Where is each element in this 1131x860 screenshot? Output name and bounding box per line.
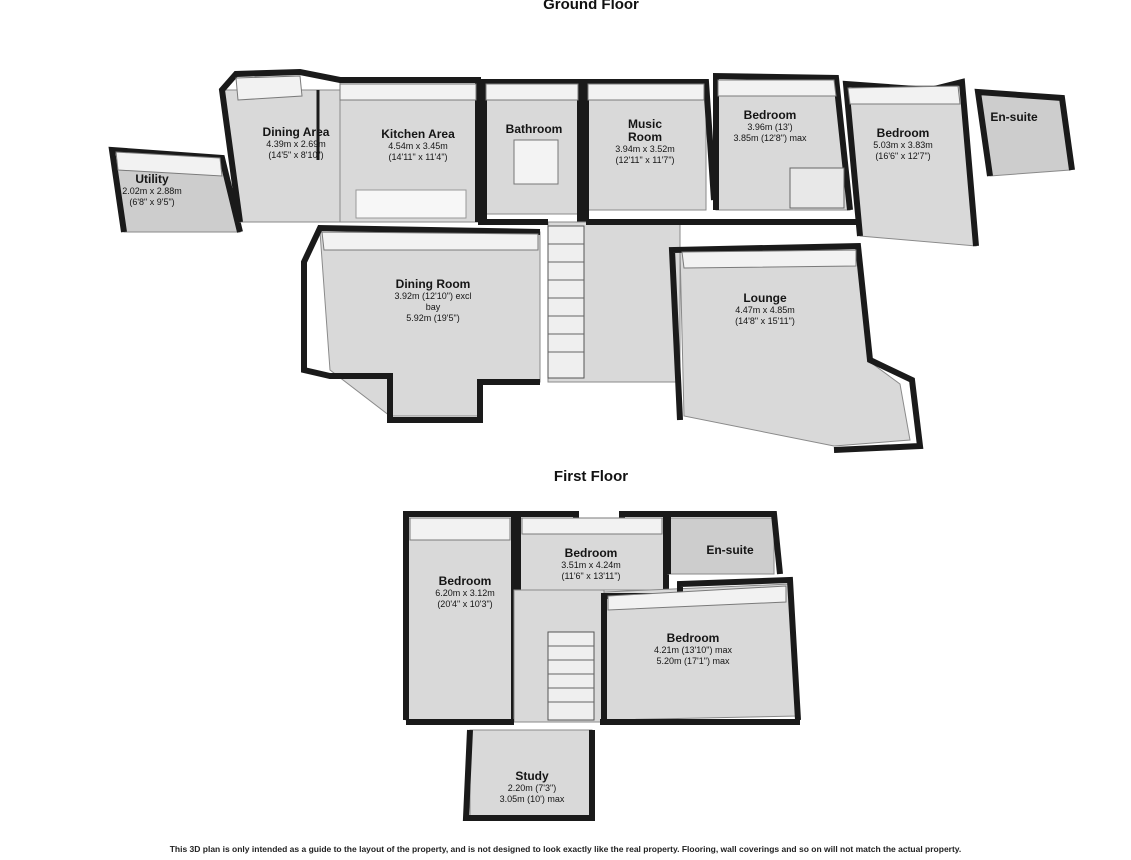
dining-area-name: Dining Area (262, 125, 330, 139)
study-dim2: 3.05m (10') max (499, 794, 565, 804)
ground-stairs (547, 225, 585, 379)
music-room-label: Music Room 3.94m x 3.52m (12'11" x 11'7"… (615, 118, 675, 166)
dining-room-name: Dining Room (395, 277, 471, 291)
lounge-dim2: (14'8" x 15'11") (735, 316, 795, 326)
bedroom-north-name: Bedroom (564, 546, 618, 560)
bedroom-b-name: Bedroom (876, 126, 930, 140)
dining-area-label: Dining Area 4.39m x 2.69m (14'5" x 8'10"… (256, 126, 336, 161)
dining-room-floor (319, 231, 541, 417)
kitchen-area-dim1: 4.54m x 3.45m (388, 141, 448, 151)
lounge-dim1: 4.47m x 4.85m (735, 305, 795, 315)
bedroom-a-dim1: 3.96m (13') (747, 122, 793, 132)
ground-floor-title: Ground Floor (543, 0, 639, 13)
lounge-floor (679, 249, 911, 447)
bedroom-north-dim1: 3.51m x 4.24m (561, 560, 621, 570)
utility-name: Utility (135, 172, 169, 186)
ensuite-first-label: En-suite (706, 544, 753, 557)
lounge-label: Lounge 4.47m x 4.85m (14'8" x 15'11") (735, 292, 795, 327)
dining-area-dim1: 4.39m x 2.69m (266, 139, 326, 149)
ensuite-ground-name: En-suite (990, 110, 1038, 124)
bedroom-b-label: Bedroom 5.03m x 3.83m (16'6" x 12'7") (873, 127, 933, 162)
bedroom-east-dim2: 5.20m (17'1") max (656, 656, 730, 666)
ensuite-ground-label: En-suite (990, 111, 1037, 124)
lounge-name: Lounge (743, 291, 787, 305)
bedroom-west-name: Bedroom (438, 574, 492, 588)
first-floor-title: First Floor (553, 468, 629, 485)
bedroom-a-label: Bedroom 3.96m (13') 3.85m (12'8") max (734, 109, 807, 144)
kitchen-area-label: Kitchen Area 4.54m x 3.45m (14'11" x 11'… (373, 128, 463, 163)
music-room-dim1: 3.94m x 3.52m (615, 144, 675, 154)
study-label: Study 2.20m (7'3") 3.05m (10') max (500, 770, 565, 805)
dining-room-label: Dining Room 3.92m (12'10") excl bay 5.92… (388, 278, 478, 324)
dining-room-dim2: 5.92m (19'5") (406, 313, 460, 323)
music-room-name: Music Room (627, 117, 662, 144)
dining-room-dim1: 3.92m (12'10") excl bay (394, 291, 472, 312)
ensuite-first-name: En-suite (706, 543, 754, 557)
bedroom-north-dim2: (11'6" x 13'11") (561, 571, 621, 581)
bedroom-a-dim2: 3.85m (12'8") max (733, 133, 807, 143)
dining-area-dim2: (14'5" x 8'10") (268, 150, 324, 160)
ensuite-ground-floor (977, 93, 1071, 177)
bedroom-east-dim1: 4.21m (13'10") max (654, 645, 732, 655)
bedroom-west-label: Bedroom 6.20m x 3.12m (20'4" x 10'3") (435, 575, 495, 610)
study-dim1: 2.20m (7'3") (507, 783, 557, 793)
bedroom-west-dim1: 6.20m x 3.12m (435, 588, 495, 598)
utility-dim1: 2.02m x 2.88m (122, 186, 182, 196)
bedroom-b-floor (845, 85, 977, 247)
study-name: Study (515, 769, 549, 783)
bedroom-b-dim2: (16'6" x 12'7") (875, 151, 931, 161)
bathroom-label: Bathroom (506, 123, 563, 136)
bedroom-a-name: Bedroom (743, 108, 797, 122)
disclaimer-text: This 3D plan is only intended as a guide… (169, 844, 962, 854)
utility-dim2: (6'8" x 9'5") (129, 197, 175, 207)
bedroom-west-dim2: (20'4" x 10'3") (437, 599, 493, 609)
kitchen-area-dim2: (14'11" x 11'4") (388, 152, 448, 162)
kitchen-area-name: Kitchen Area (381, 127, 455, 141)
bedroom-east-name: Bedroom (666, 631, 720, 645)
utility-label: Utility 2.02m x 2.88m (6'8" x 9'5") (122, 173, 182, 208)
bedroom-east-label: Bedroom 4.21m (13'10") max 5.20m (17'1")… (654, 632, 732, 667)
first-stairs (547, 631, 595, 721)
bedroom-north-label: Bedroom 3.51m x 4.24m (11'6" x 13'11") (561, 547, 621, 582)
ground-floor-plan (108, 68, 1075, 453)
first-floor-plan (403, 511, 801, 821)
bedroom-west-floor (405, 517, 513, 721)
bedroom-b-dim1: 5.03m x 3.83m (873, 140, 933, 150)
bathroom-name: Bathroom (505, 122, 563, 136)
music-room-dim2: (12'11" x 11'7") (615, 155, 675, 165)
